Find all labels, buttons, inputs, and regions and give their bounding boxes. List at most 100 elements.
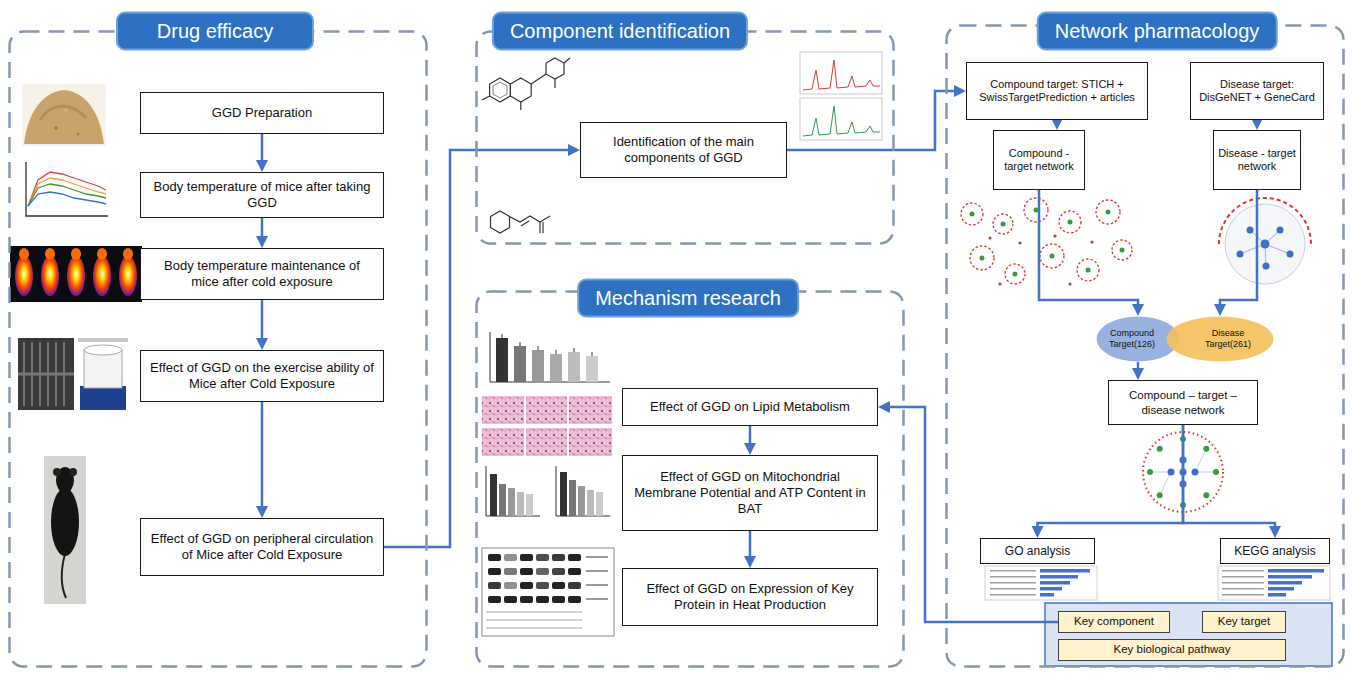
compound-target-network bbox=[1018, 241, 1021, 244]
thermal-images bbox=[45, 248, 55, 260]
compound-target-network bbox=[1013, 272, 1018, 277]
node-text: Effect of GGD on Lipid Metabolism bbox=[650, 399, 850, 415]
disease-target-network bbox=[1237, 251, 1244, 258]
western-blot bbox=[586, 584, 608, 586]
cinnamic-acid-structure bbox=[510, 216, 551, 222]
compound-target-network bbox=[1068, 220, 1073, 225]
powder-photo bbox=[22, 84, 106, 146]
process-box: GO analysis bbox=[980, 538, 1095, 564]
go-bar-chart bbox=[1040, 569, 1090, 573]
panel-title: Mechanism research bbox=[595, 287, 781, 310]
compound-target-network bbox=[988, 234, 1093, 285]
compound-target-network bbox=[1077, 259, 1099, 281]
flow-arrow bbox=[1039, 190, 1138, 309]
flow-arrow bbox=[1220, 190, 1257, 309]
node-text: Compound – target – disease network bbox=[1115, 388, 1251, 416]
kegg-bar-chart bbox=[1222, 570, 1264, 572]
compound-target-network bbox=[998, 282, 1001, 285]
compound-target-network bbox=[1106, 210, 1111, 215]
venn-label: Disease Target(261) bbox=[1198, 328, 1258, 351]
flavonoid-structure bbox=[520, 102, 521, 110]
membrane-potential-charts bbox=[499, 484, 506, 516]
lipid-bar-chart bbox=[550, 354, 562, 382]
thermal-images bbox=[15, 256, 33, 296]
compound-target-network bbox=[970, 212, 975, 217]
western-blot bbox=[568, 596, 581, 603]
node-text: Compound target: STICH + SwissTargetPred… bbox=[973, 78, 1141, 105]
panel-title: Component identification bbox=[510, 20, 730, 43]
powder-photo bbox=[65, 109, 68, 112]
disease-target-network bbox=[1219, 198, 1311, 284]
compound-target-network bbox=[1112, 240, 1132, 260]
go-bar-chart bbox=[1040, 587, 1062, 591]
temperature-chart bbox=[28, 178, 106, 206]
section-panel: Mechanism researchEffect of GGD on Lipid… bbox=[475, 290, 905, 668]
panel-title: Network pharmacology bbox=[1055, 20, 1260, 43]
lipid-bar-chart bbox=[502, 334, 592, 356]
behavior-apparatus bbox=[80, 386, 126, 410]
compound-target-network bbox=[961, 198, 1132, 284]
cinnamic-acid-structure bbox=[539, 222, 540, 233]
flow-arrow bbox=[1183, 425, 1275, 531]
kegg-bar-chart bbox=[1222, 582, 1264, 584]
node-text: Key component bbox=[1074, 615, 1154, 628]
lipid-bar-chart bbox=[482, 328, 612, 388]
lipid-bar-chart bbox=[482, 328, 612, 388]
compound-target-network bbox=[970, 208, 1125, 277]
panel-title: Drug efficacy bbox=[134, 20, 296, 43]
thermal-images bbox=[97, 248, 107, 260]
compound-target-disease-network bbox=[1160, 472, 1171, 495]
kegg-bar-chart bbox=[1222, 576, 1264, 578]
compound-target-network bbox=[970, 246, 994, 270]
compound-target-network bbox=[1120, 248, 1125, 253]
western-blot bbox=[568, 554, 581, 561]
kegg-bar-chart bbox=[1222, 588, 1264, 590]
western-blot bbox=[488, 596, 501, 603]
disease-target-network bbox=[1225, 204, 1305, 284]
western-blot bbox=[520, 596, 533, 603]
flow-arrow bbox=[787, 91, 959, 150]
disease-target-network bbox=[1263, 263, 1270, 270]
membrane-potential-charts bbox=[596, 492, 603, 516]
process-box: Effect of GGD on peripheral circulation … bbox=[140, 518, 384, 576]
disease-target-network bbox=[1287, 251, 1294, 258]
dashed-panel-border bbox=[947, 26, 1344, 667]
membrane-potential-charts bbox=[578, 486, 585, 516]
flow-arrow bbox=[1038, 425, 1184, 531]
mouse-photo bbox=[44, 456, 86, 604]
node-text: Effect of GGD on the exercise ability of… bbox=[149, 360, 375, 392]
kegg-bar-chart bbox=[1268, 575, 1312, 579]
lipid-bar-chart bbox=[586, 356, 598, 382]
process-box: KEGG analysis bbox=[1220, 538, 1330, 564]
membrane-potential-charts bbox=[517, 492, 524, 516]
process-box: Effect of GGD on Lipid Metabolism bbox=[622, 388, 878, 426]
go-bar-chart bbox=[1040, 593, 1054, 597]
key-result-box: Key component bbox=[1058, 611, 1170, 633]
node-text: Identification of the main components of… bbox=[589, 134, 778, 166]
go-bar-chart bbox=[990, 594, 1036, 596]
go-bar-chart bbox=[985, 566, 1097, 600]
western-blot bbox=[488, 582, 501, 589]
process-box: Body temperature maintenance of mice aft… bbox=[140, 248, 384, 300]
node-text: Body temperature maintenance of mice aft… bbox=[149, 258, 375, 290]
node-text: Disease target: DisGeNET + GeneCard bbox=[1197, 78, 1317, 105]
flavonoid-structure bbox=[482, 96, 490, 100]
western-blot bbox=[536, 568, 549, 575]
flow-arrow bbox=[885, 407, 1058, 622]
kegg-bar-chart bbox=[1268, 581, 1302, 585]
histology-images bbox=[482, 396, 612, 456]
go-bar-chart bbox=[1040, 569, 1090, 597]
flow-arrow bbox=[1056, 120, 1059, 123]
node-text: GO analysis bbox=[1005, 544, 1070, 559]
chromatogram bbox=[800, 52, 882, 94]
node-text: Body temperature of mice after taking GG… bbox=[149, 179, 375, 211]
go-bar-chart bbox=[990, 570, 1036, 572]
go-bar-chart bbox=[1040, 575, 1078, 579]
venn-label: Compound Target(126) bbox=[1102, 328, 1162, 351]
disease-target-network bbox=[1219, 198, 1311, 244]
flow-arrow bbox=[261, 134, 264, 165]
process-box: Compound - target network bbox=[993, 130, 1085, 190]
thermal-images bbox=[41, 256, 59, 296]
node-text: Compound - target network bbox=[998, 147, 1080, 174]
compound-target-network bbox=[1050, 254, 1055, 259]
